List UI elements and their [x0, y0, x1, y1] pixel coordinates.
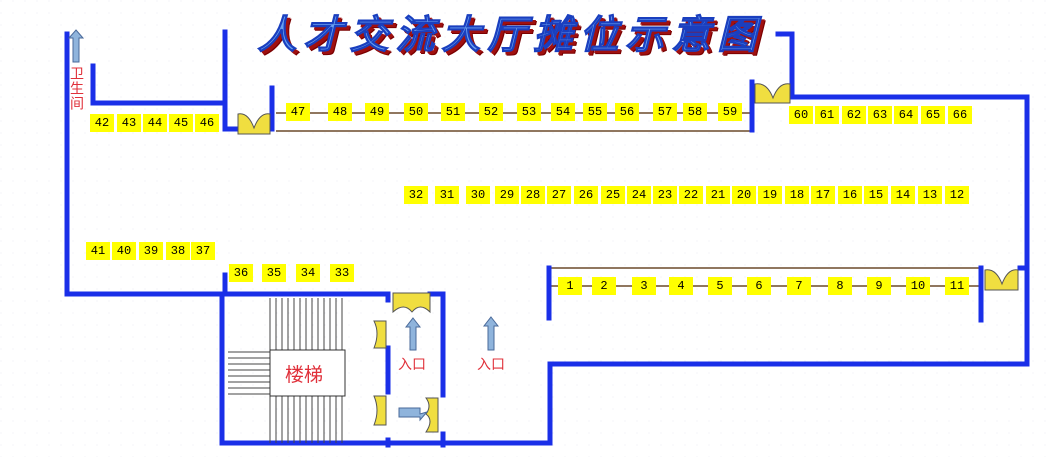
booth-46[interactable]: 46 [195, 114, 219, 132]
booth-47[interactable]: 47 [286, 103, 310, 121]
booth-45[interactable]: 45 [169, 114, 193, 132]
booth-62[interactable]: 62 [842, 106, 866, 124]
walls [64, 29, 1030, 448]
booth-6[interactable]: 6 [747, 277, 771, 295]
booth-51[interactable]: 51 [441, 103, 465, 121]
booth-33[interactable]: 33 [330, 264, 354, 282]
booth-1[interactable]: 1 [558, 277, 582, 295]
booth-19[interactable]: 19 [758, 186, 782, 204]
booth-31[interactable]: 31 [435, 186, 459, 204]
booth-23[interactable]: 23 [653, 186, 677, 204]
booth-29[interactable]: 29 [495, 186, 519, 204]
booth-5[interactable]: 5 [708, 277, 732, 295]
booth-40[interactable]: 40 [112, 242, 136, 260]
booth-9[interactable]: 9 [867, 277, 891, 295]
booth-52[interactable]: 52 [479, 103, 503, 121]
booth-44[interactable]: 44 [143, 114, 167, 132]
arrow-up-icon [67, 29, 85, 63]
door-icon [425, 397, 439, 433]
booth-18[interactable]: 18 [785, 186, 809, 204]
booth-58[interactable]: 58 [683, 103, 707, 121]
booth-20[interactable]: 20 [732, 186, 756, 204]
booth-10[interactable]: 10 [906, 277, 930, 295]
booth-63[interactable]: 63 [868, 106, 892, 124]
booth-25[interactable]: 25 [601, 186, 625, 204]
door-icon [373, 395, 387, 426]
booth-3[interactable]: 3 [632, 277, 656, 295]
booth-21[interactable]: 21 [706, 186, 730, 204]
booth-48[interactable]: 48 [328, 103, 352, 121]
booth-36[interactable]: 36 [229, 264, 253, 282]
booth-54[interactable]: 54 [551, 103, 575, 121]
booth-64[interactable]: 64 [894, 106, 918, 124]
booth-28[interactable]: 28 [521, 186, 545, 204]
booth-8[interactable]: 8 [828, 277, 852, 295]
booth-53[interactable]: 53 [517, 103, 541, 121]
booth-12[interactable]: 12 [945, 186, 969, 204]
booth-38[interactable]: 38 [166, 242, 190, 260]
page-title: 人才交流大厅摊位示意图 [257, 12, 764, 59]
booth-22[interactable]: 22 [679, 186, 703, 204]
booth-59[interactable]: 59 [718, 103, 742, 121]
arrow-up-icon [482, 316, 500, 351]
stairs-label: 楼梯 [285, 364, 324, 386]
booth-32[interactable]: 32 [404, 186, 428, 204]
stairs-drawing [228, 298, 346, 443]
booth-39[interactable]: 39 [139, 242, 163, 260]
booth-15[interactable]: 15 [864, 186, 888, 204]
door-icon [392, 292, 431, 314]
booth-7[interactable]: 7 [787, 277, 811, 295]
booth-27[interactable]: 27 [547, 186, 571, 204]
booth-60[interactable]: 60 [789, 106, 813, 124]
booth-50[interactable]: 50 [404, 103, 428, 121]
booth-14[interactable]: 14 [891, 186, 915, 204]
booth-30[interactable]: 30 [466, 186, 490, 204]
booth-2[interactable]: 2 [592, 277, 616, 295]
arrow-right-icon [398, 407, 429, 422]
arrow-up-icon [404, 317, 422, 351]
booth-34[interactable]: 34 [296, 264, 320, 282]
booth-4[interactable]: 4 [669, 277, 693, 295]
booth-43[interactable]: 43 [117, 114, 141, 132]
booth-41[interactable]: 41 [86, 242, 110, 260]
booth-49[interactable]: 49 [365, 103, 389, 121]
booth-65[interactable]: 65 [921, 106, 945, 124]
restroom-label: 卫生间 [68, 66, 84, 111]
booth-42[interactable]: 42 [90, 114, 114, 132]
entrance-label: 入口 [398, 357, 426, 373]
booth-61[interactable]: 61 [815, 106, 839, 124]
booth-37[interactable]: 37 [191, 242, 215, 260]
booth-17[interactable]: 17 [811, 186, 835, 204]
booth-57[interactable]: 57 [653, 103, 677, 121]
booth-55[interactable]: 55 [583, 103, 607, 121]
booth-35[interactable]: 35 [262, 264, 286, 282]
booth-26[interactable]: 26 [574, 186, 598, 204]
door-icon [754, 83, 791, 104]
booth-56[interactable]: 56 [615, 103, 639, 121]
booth-66[interactable]: 66 [948, 106, 972, 124]
booth-24[interactable]: 24 [627, 186, 651, 204]
door-icon [237, 113, 271, 135]
booth-11[interactable]: 11 [945, 277, 969, 295]
booth-16[interactable]: 16 [838, 186, 862, 204]
door-icon [984, 269, 1019, 291]
door-icon [373, 320, 387, 349]
booth-13[interactable]: 13 [918, 186, 942, 204]
entrance-label: 入口 [477, 357, 505, 373]
